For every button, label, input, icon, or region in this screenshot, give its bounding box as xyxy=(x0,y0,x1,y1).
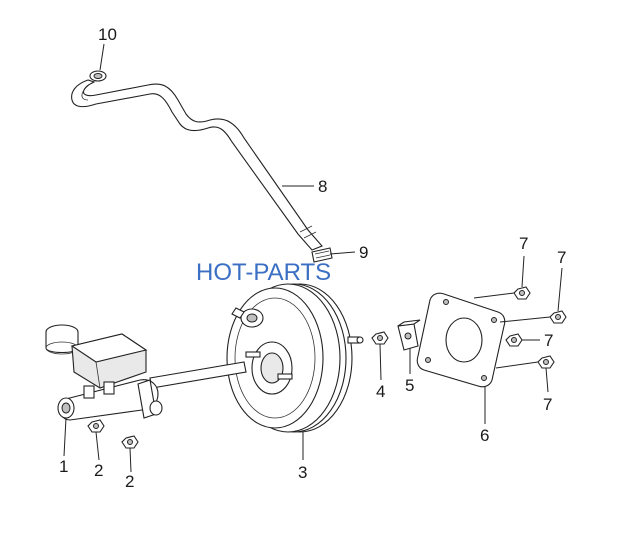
nut-part-4 xyxy=(371,331,389,345)
callout-6: 6 xyxy=(480,426,489,445)
watermark-text: HOT-PARTS xyxy=(196,259,331,286)
nut-part-7c xyxy=(505,333,523,347)
gasket-plate-part-6 xyxy=(416,292,506,388)
nut-part-7b xyxy=(549,310,567,324)
clevis-part-5 xyxy=(397,319,421,351)
nut-part-2b xyxy=(121,435,139,449)
nut-part-7d xyxy=(537,355,555,369)
callout-5: 5 xyxy=(405,376,414,395)
callout-7c: 7 xyxy=(544,331,553,350)
callout-3: 3 xyxy=(298,463,307,482)
brake-booster-part-3 xyxy=(226,283,364,433)
callout-7b: 7 xyxy=(557,248,566,267)
hose-clamp-part-9 xyxy=(311,247,333,263)
hose-clamp-part-10 xyxy=(89,70,107,82)
nut-part-2a xyxy=(87,419,105,433)
callout-4: 4 xyxy=(376,382,385,401)
nut-part-7a xyxy=(513,286,531,300)
callout-8: 8 xyxy=(318,177,327,196)
vacuum-hose-part-8 xyxy=(71,79,323,251)
callout-2b: 2 xyxy=(125,472,134,491)
callout-9: 9 xyxy=(359,243,368,262)
callout-1: 1 xyxy=(59,457,68,476)
master-cylinder-part-1 xyxy=(45,324,247,421)
callout-10: 10 xyxy=(98,25,117,44)
callout-7a: 7 xyxy=(519,234,528,253)
leader-lines xyxy=(63,43,563,473)
callout-7d: 7 xyxy=(543,395,552,414)
callout-2a: 2 xyxy=(94,461,103,480)
